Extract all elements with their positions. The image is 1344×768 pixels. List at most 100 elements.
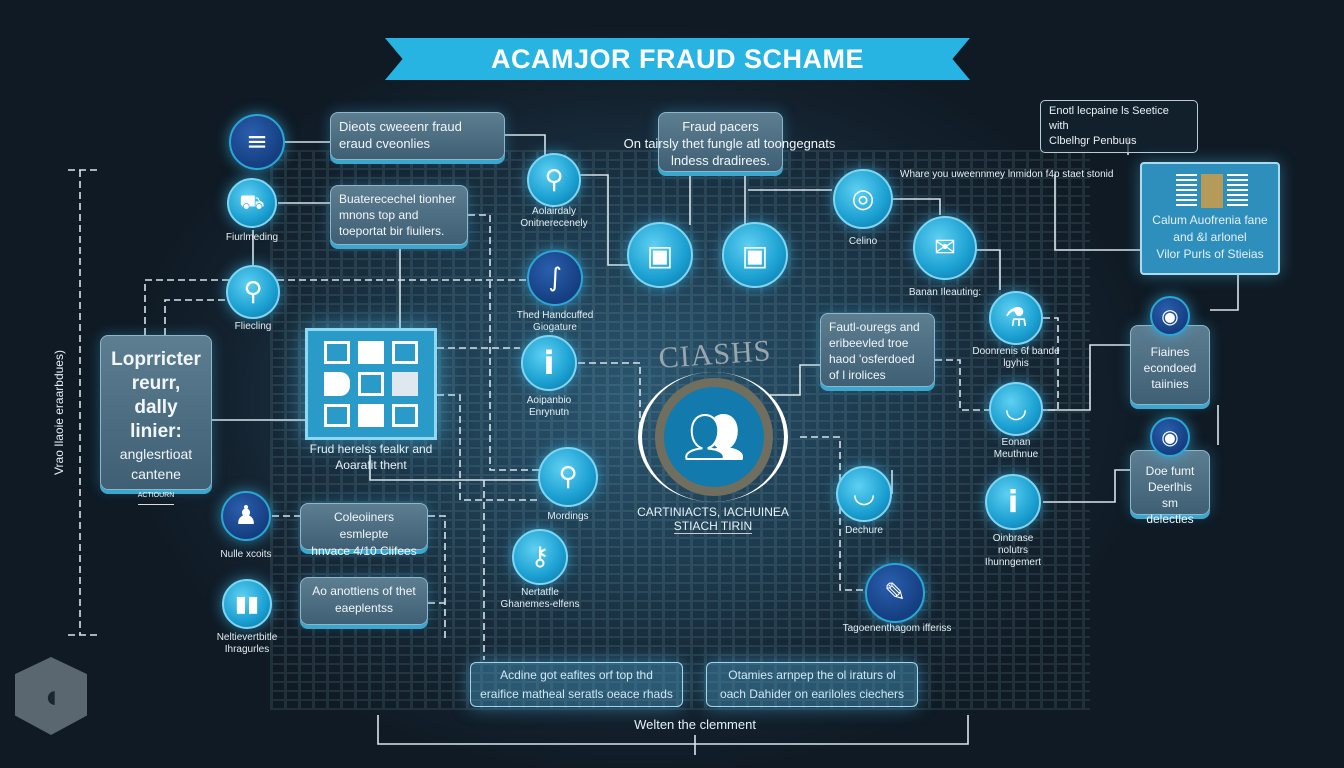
box-text: and &l arlonel — [1173, 230, 1247, 244]
node-label: Banan Ileauting: — [908, 287, 982, 298]
box-text: lndess dradirees. — [671, 153, 770, 168]
document-icon: ≡ — [229, 114, 285, 170]
label-line: Enrynutn — [528, 407, 570, 418]
label-line: Neltievertbitle — [216, 632, 278, 643]
box-heading: reurr, dally — [131, 373, 181, 418]
box-text: toeportat bir fiuilers. — [339, 224, 445, 238]
info-icon: i — [521, 335, 577, 391]
box-text: Fautl-ouregs and — [829, 320, 920, 334]
chart-icon: ▮▮ — [222, 579, 272, 629]
box-heading: linier: — [130, 421, 182, 442]
box-text: Calum Auofrenia fane — [1152, 213, 1268, 227]
grid-icon — [392, 403, 418, 427]
lab-icon: ⚗ — [989, 291, 1043, 345]
label-line: Ihunngemert — [984, 557, 1042, 568]
label-line: lgyhis — [1003, 358, 1029, 369]
box-text: Ao anottiens of thet — [312, 584, 416, 598]
location-pin-icon: ◉ — [1150, 296, 1190, 336]
label-line: Ghanemes-elfens — [500, 599, 580, 610]
box-text: Deerlhis sm — [1147, 480, 1192, 510]
box-text: delectles — [1146, 512, 1194, 526]
box-text: mnons top and — [339, 208, 419, 222]
key-icon: ⚷ — [512, 529, 568, 585]
bowl-icon: ◡ — [989, 382, 1043, 436]
search-icon: ⚲ — [538, 447, 598, 507]
note-text: Clbelhgr Penbuus — [1049, 135, 1137, 147]
box-text: anglesrtioat — [119, 446, 193, 462]
shield-logo-icon: ◖ — [15, 657, 87, 735]
caption-text: Frud herelss fealkr and — [309, 442, 433, 456]
box-text: Acdine got eafites orf top thd — [500, 668, 653, 682]
box-text: eribeevled troe — [829, 336, 909, 350]
grid-icon — [324, 341, 350, 365]
grid-icon — [358, 341, 384, 365]
caption-text: CARTINIACTS, IACHUINEA — [637, 505, 789, 519]
monitor-icon: ▣ — [627, 222, 693, 288]
note-text: Enotl lecpaine ls Seetice with — [1049, 105, 1169, 132]
node-label: Tagoenenthagom ifferiss — [842, 623, 952, 634]
annotation: Whare you uweennmey lnmidon f4p staet st… — [900, 169, 1114, 180]
bottom-caption: Welten the clemment — [634, 717, 756, 732]
label-line: Giogature — [533, 322, 577, 333]
box-text: eraud cveonlies — [339, 136, 431, 151]
people-icon: ♟ — [221, 491, 271, 541]
box-text: Fraud pacers — [682, 119, 759, 134]
server-icon — [1176, 174, 1248, 208]
magnifier-icon: ⚲ — [226, 265, 280, 319]
people-icon: 👥︎ — [655, 378, 773, 496]
truck-icon: ⛟ — [227, 178, 277, 228]
box-text: econdoed — [1143, 361, 1197, 375]
box-text: hnvace 4/10 Clifees — [311, 544, 417, 558]
grid-icon — [392, 341, 418, 365]
grid-icon — [358, 403, 384, 427]
box-text: Otamies arnpep the ol iraturs ol — [728, 668, 896, 682]
center-brackets — [638, 372, 788, 502]
info-icon: i — [985, 474, 1041, 530]
node-label: Fliecling — [234, 321, 272, 332]
caption-text: STIACH TIRIN — [673, 519, 753, 534]
evidence-grid — [305, 328, 437, 440]
grid-icon — [324, 372, 350, 396]
box-heading: Loprricter — [111, 349, 201, 370]
fingerprint-icon: ◎ — [833, 169, 893, 229]
label-line: Meuthnue — [993, 449, 1039, 460]
grid-icon — [324, 403, 350, 427]
title-banner: ACAMJOR FRAUD SCHAME — [385, 38, 970, 80]
monitor-icon: ▣ — [722, 222, 788, 288]
box-text: oach Dahider on eariloles ciechers — [719, 687, 905, 701]
label-line: Onitnerecenely — [520, 218, 588, 229]
label-line: Aoipanbio — [526, 395, 572, 406]
box-text: haod 'osferdoed — [829, 352, 915, 366]
location-pin-icon: ◉ — [1150, 417, 1190, 457]
document-signature-icon: ✎ — [865, 563, 925, 623]
box-finances: Fiaines econdoed taiinies — [1130, 325, 1210, 405]
basket-icon: ◡ — [836, 466, 892, 522]
label-line: Thed Handcuffed — [516, 310, 594, 321]
label-line: Ihragurles — [224, 644, 270, 655]
box-text: Fiaines — [1150, 345, 1190, 359]
box-text: On tairsly thet fungle atl toongegnats — [623, 136, 836, 151]
box-text: Coleoiiners esmlepte — [333, 510, 395, 541]
box-text: taiinies — [1151, 377, 1189, 391]
label-line: Nertatfle — [521, 587, 559, 598]
caption-text: Aoarafit thent — [335, 458, 407, 472]
label-line: Doonrenis 6f bande — [972, 346, 1060, 357]
handcuffs-icon: ∫ — [527, 250, 583, 306]
box-fraud-outages: Fautl-ouregs and eribeevled troe haod 'osf… — [820, 313, 935, 387]
